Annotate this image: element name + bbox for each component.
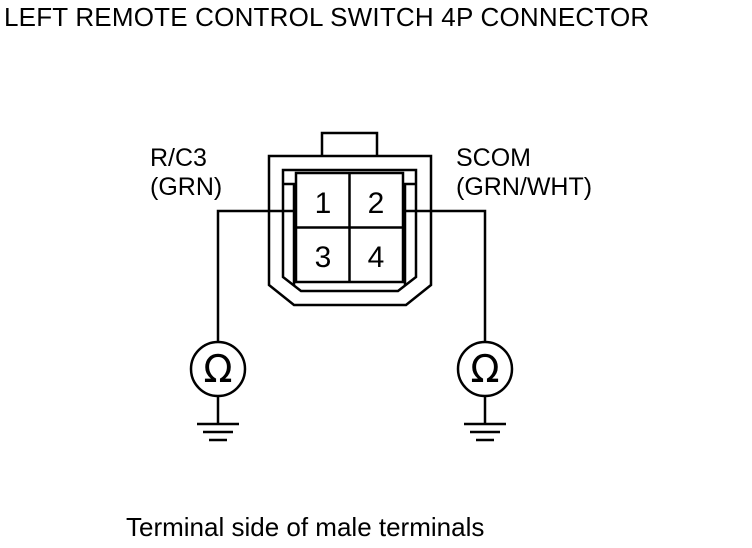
- ground-icon: [464, 422, 506, 442]
- left-wire-color: (GRN): [150, 173, 223, 201]
- terminal-grid: [294, 171, 405, 284]
- ground-icon: [197, 422, 239, 442]
- left-wire-label: R/C3 (GRN): [150, 144, 222, 202]
- left-rib: [283, 182, 296, 286]
- housing-inner: [281, 168, 418, 293]
- right-meter-symbol: Ω: [470, 347, 499, 391]
- left-test-lead: [216, 209, 296, 342]
- right-test-lead: [403, 209, 487, 342]
- right-wire-label: SCOM (GRN/WHT): [456, 144, 592, 202]
- diagram-title: LEFT REMOTE CONTROL SWITCH 4P CONNECTOR: [4, 2, 650, 32]
- pin-3: 3: [315, 241, 332, 274]
- diagram-caption: Terminal side of male terminals: [126, 512, 485, 542]
- pin-1: 1: [315, 187, 332, 220]
- connector-housing: [267, 131, 433, 307]
- pin-2: 2: [368, 187, 385, 220]
- pin-4: 4: [368, 241, 385, 274]
- left-meter-symbol: Ω: [203, 347, 232, 391]
- right-rib: [403, 182, 416, 286]
- locking-tab: [320, 131, 379, 156]
- housing-outline: [267, 154, 433, 307]
- left-wire-name: R/C3: [150, 144, 207, 172]
- right-wire-color: (GRN/WHT): [456, 173, 593, 201]
- right-wire-name: SCOM: [456, 144, 531, 172]
